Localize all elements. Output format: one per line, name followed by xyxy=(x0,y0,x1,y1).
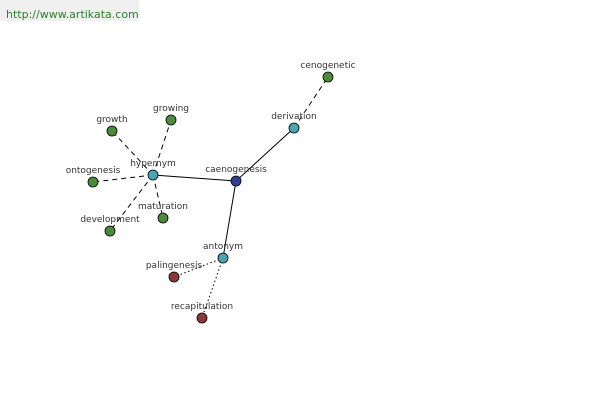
node-label-growth[interactable]: growth xyxy=(96,115,127,125)
node-cenogenetic[interactable] xyxy=(322,71,334,83)
site-url-link[interactable]: http://www.artikata.com xyxy=(6,8,139,21)
edge-hypernym-growing xyxy=(152,119,172,176)
node-label-development[interactable]: development xyxy=(80,215,140,225)
node-label-recapitulation[interactable]: recapitulation xyxy=(171,302,233,312)
labels-layer: caenogenesis hypernym derivation antonym cen… xyxy=(66,61,356,312)
edge-antonym-palingenesis xyxy=(173,257,224,278)
edge-hypernym-ontogenesis xyxy=(92,174,154,183)
edge-caenogenesis-derivation xyxy=(235,127,295,182)
node-label-caenogenesis[interactable]: caenogenesis xyxy=(205,165,267,175)
edge-antonym-recapitulation xyxy=(201,257,224,319)
node-label-maturation[interactable]: maturation xyxy=(138,202,188,212)
node-recapitulation[interactable] xyxy=(196,312,208,324)
edge-derivation-cenogenetic xyxy=(293,76,329,129)
edge-caenogenesis-antonym xyxy=(222,180,237,259)
node-label-hypernym[interactable]: hypernym xyxy=(130,159,176,169)
node-antonym[interactable] xyxy=(217,252,229,264)
node-hypernym[interactable] xyxy=(147,169,159,181)
node-label-ontogenesis[interactable]: ontogenesis xyxy=(66,166,121,176)
nodes-layer xyxy=(87,71,334,324)
node-label-palingenesis[interactable]: palingenesis xyxy=(146,261,203,271)
node-label-antonym[interactable]: antonym xyxy=(203,242,243,252)
node-label-growing[interactable]: growing xyxy=(153,104,189,114)
edge-hypernym-maturation xyxy=(152,174,164,219)
node-caenogenesis[interactable] xyxy=(230,175,242,187)
node-palingenesis[interactable] xyxy=(168,271,180,283)
node-development[interactable] xyxy=(104,225,116,237)
node-label-derivation[interactable]: derivation xyxy=(271,112,317,122)
edges-layer xyxy=(92,76,329,319)
edge-caenogenesis-hypernym xyxy=(152,174,237,182)
site-url-bar: http://www.artikata.com xyxy=(0,0,139,21)
edge-hypernym-growth xyxy=(111,130,154,176)
node-label-cenogenetic[interactable]: cenogenetic xyxy=(300,61,355,71)
node-derivation[interactable] xyxy=(288,122,300,134)
node-growing[interactable] xyxy=(165,114,177,126)
node-maturation[interactable] xyxy=(157,212,169,224)
node-growth[interactable] xyxy=(106,125,118,137)
edge-hypernym-development xyxy=(109,174,154,232)
node-ontogenesis[interactable] xyxy=(87,176,99,188)
